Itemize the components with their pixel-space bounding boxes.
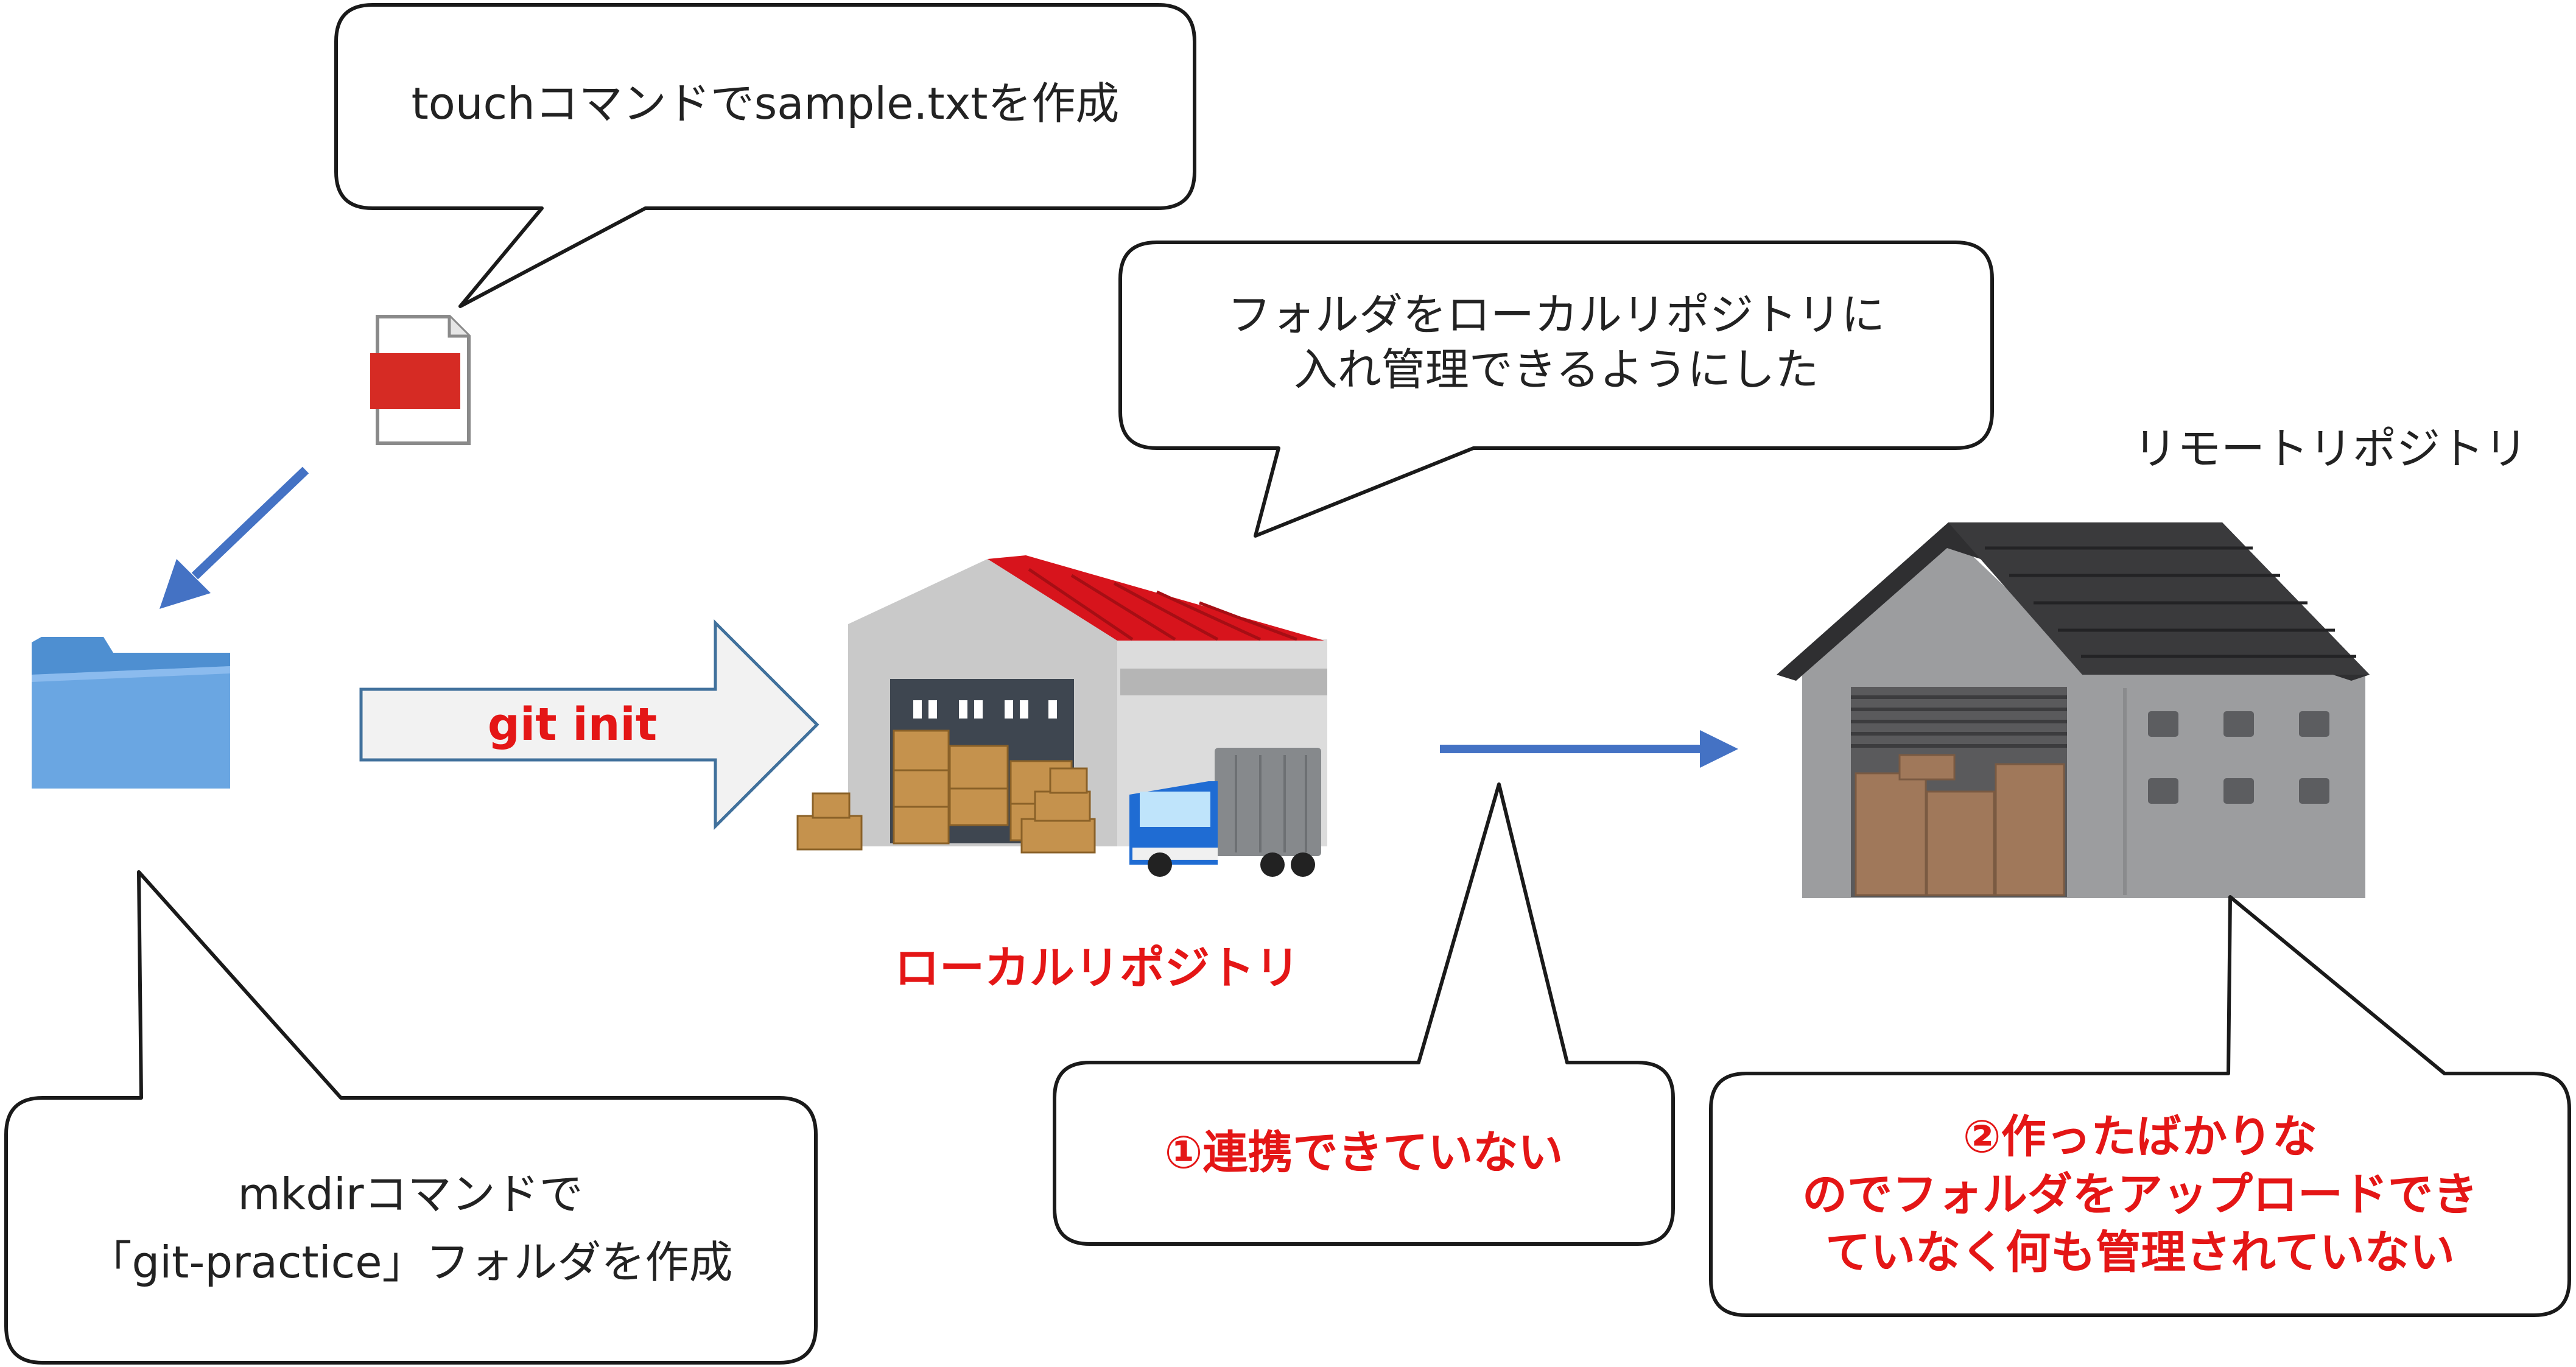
touch-callout-text: touchコマンドでsample.txtを作成 bbox=[412, 78, 1120, 129]
local-warehouse-icon bbox=[796, 555, 1327, 877]
not-linked-callout: ①連携できていない bbox=[1053, 782, 1675, 1246]
git-init-arrow: git init bbox=[359, 619, 819, 831]
not-linked-text: ①連携できていない bbox=[1165, 1126, 1563, 1179]
init-callout-line2: 入れ管理できるようにした bbox=[1294, 344, 1819, 395]
mkdir-callout-line2: 「git-practice」フォルダを作成 bbox=[88, 1237, 732, 1288]
truck-icon bbox=[1129, 748, 1321, 877]
touch-callout: touchコマンドでsample.txtを作成 bbox=[334, 3, 1196, 308]
mkdir-callout: mkdirコマンドで 「git-practice」フォルダを作成 bbox=[4, 870, 818, 1365]
folder-icon bbox=[32, 637, 230, 789]
remote-warehouse-icon bbox=[1777, 522, 2370, 898]
local-repo-label: ローカルリポジトリ bbox=[894, 942, 1300, 994]
remote-empty-callout: ②作ったばかりな のでフォルダをアップロードでき ていなく何も管理されていない bbox=[1709, 895, 2571, 1317]
remote-empty-line1: ②作ったばかりな bbox=[1963, 1111, 2317, 1163]
init-callout: フォルダをローカルリポジトリに 入れ管理できるようにした bbox=[1118, 241, 1994, 538]
remote-empty-line3: ていなく何も管理されていない bbox=[1825, 1226, 2455, 1279]
remote-repo-label: リモートリポジトリ bbox=[2133, 423, 2528, 474]
git-init-label: git init bbox=[488, 698, 657, 751]
mkdir-callout-line1: mkdirコマンドで bbox=[237, 1168, 583, 1220]
init-callout-line1: フォルダをローカルリポジトリに bbox=[1227, 289, 1885, 340]
file-to-folder-arrow bbox=[160, 466, 309, 609]
remote-empty-line2: のでフォルダをアップロードでき bbox=[1802, 1168, 2478, 1221]
file-icon bbox=[370, 315, 471, 445]
local-to-remote-arrow bbox=[1440, 730, 1738, 768]
